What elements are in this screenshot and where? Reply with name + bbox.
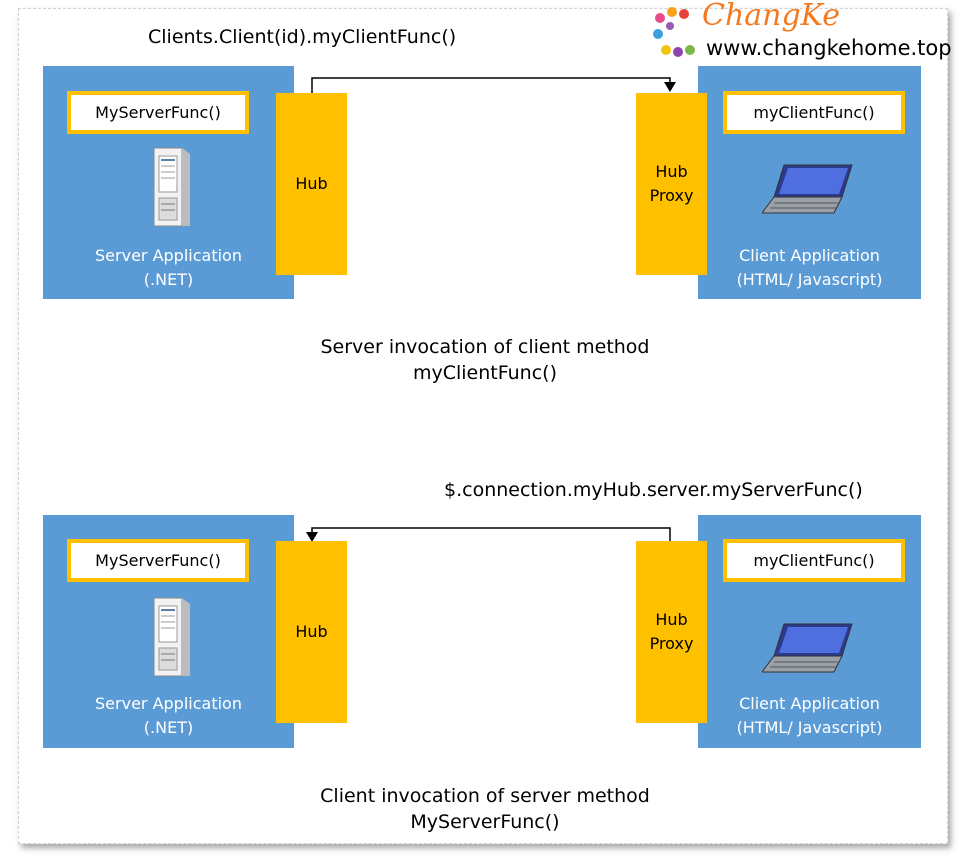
laptop-icon (762, 623, 853, 673)
top-client-func-box: myClientFunc() (723, 91, 905, 134)
bottom-hub-proxy: Hub Proxy (636, 541, 707, 723)
bottom-hub: Hub (276, 541, 347, 723)
bottom-caption: Client invocation of server method MySer… (240, 783, 730, 835)
top-call-text: Clients.Client(id).myClientFunc() (148, 26, 457, 48)
top-hub-proxy-line2: Proxy (649, 186, 694, 205)
bottom-hub-proxy-line1: Hub (655, 610, 688, 629)
top-caption: Server invocation of client method myCli… (240, 334, 730, 386)
bottom-client-label-line2: (HTML/ Javascript) (736, 718, 883, 737)
server-tower-icon (153, 597, 190, 677)
bottom-arrow (306, 527, 671, 542)
logo-brand: ChangKe (702, 0, 841, 33)
top-client-label: Client Application (HTML/ Javascript) (698, 244, 921, 292)
bottom-client-func-box: myClientFunc() (723, 539, 905, 582)
logo-url: www.changkehome.top (706, 36, 952, 60)
bottom-caption-line1: Client invocation of server method (320, 785, 650, 807)
top-client-label-line2: (HTML/ Javascript) (736, 270, 883, 289)
top-caption-line1: Server invocation of client method (320, 336, 650, 358)
top-caption-line2: myClientFunc() (412, 362, 557, 384)
changke-logo: ChangKe www.changkehome.top (650, 0, 974, 62)
bottom-call-text: $.connection.myHub.server.myServerFunc() (444, 479, 863, 501)
top-client-label-line1: Client Application (739, 246, 880, 265)
top-server-label-line1: Server Application (95, 246, 242, 265)
top-hub-proxy: Hub Proxy (636, 93, 707, 275)
laptop-icon (762, 164, 853, 214)
bottom-client-label-line1: Client Application (739, 694, 880, 713)
bottom-caption-line2: MyServerFunc() (410, 811, 560, 833)
logo-dots-icon (653, 7, 695, 57)
bottom-server-label-line1: Server Application (95, 694, 242, 713)
top-arrow (311, 77, 676, 93)
top-hub: Hub (276, 93, 347, 275)
server-tower-icon (153, 147, 190, 227)
top-server-func-box: MyServerFunc() (67, 91, 249, 134)
bottom-server-func-box: MyServerFunc() (67, 539, 249, 582)
bottom-server-label-line2: (.NET) (143, 718, 194, 737)
bottom-hub-proxy-line2: Proxy (649, 634, 694, 653)
top-hub-proxy-line1: Hub (655, 162, 688, 181)
bottom-server-label: Server Application (.NET) (43, 692, 294, 740)
top-server-label-line2: (.NET) (143, 270, 194, 289)
top-server-label: Server Application (.NET) (43, 244, 294, 292)
bottom-client-label: Client Application (HTML/ Javascript) (698, 692, 921, 740)
